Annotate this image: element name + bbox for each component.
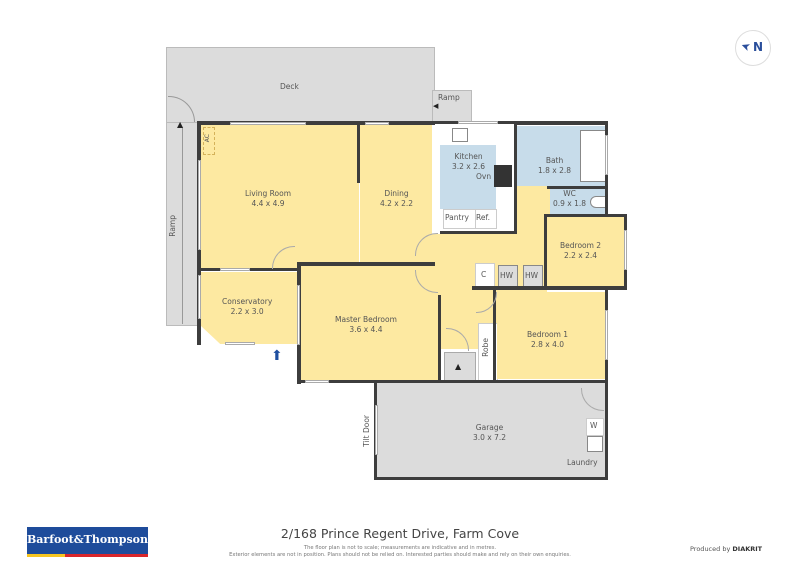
toilet-icon [590,196,606,208]
bedroom-2 [547,216,625,286]
ramp-arrow-icon: ◀ [433,102,439,110]
produced-by-brand: DIAKRIT [732,545,763,553]
deck [166,47,435,125]
laundry-label: Laundry [567,458,598,467]
property-address: 2/168 Prince Regent Drive, Farm Cove [280,526,520,541]
north-compass: ➤ N [735,30,771,66]
ramp-left-label: Ramp [168,215,177,237]
cooktop [494,165,512,187]
ac-unit [203,127,215,155]
disclaimer-line-2: Exterior elements are not in position. P… [229,552,571,558]
compass-north-label: N [753,40,764,54]
kitchen-sink-icon [452,128,468,142]
disclaimer-line-1: The floor plan is not to scale; measurem… [303,545,497,551]
ref-label: Ref. [476,213,490,222]
washer [586,418,604,436]
hot-water-1-label: HW [500,271,514,280]
entry-arrow-icon: ⬆ [271,348,283,364]
produced-by-prefix: Produced by [690,545,731,553]
robe-label: Robe [481,338,490,357]
stairs-up-arrow-icon: ▲ [455,362,462,371]
cupboard-c-label: C [481,270,487,279]
garage [376,383,606,479]
washer-label: W [590,421,598,430]
master-bedroom [300,266,440,380]
pantry-label: Pantry [445,213,469,222]
ramp-up-arrow-icon: ▲ [177,120,184,129]
bedroom-1 [497,292,605,379]
fridge [475,209,497,229]
bathtub [580,130,606,182]
tilt-door-label: Tilt Door [362,415,371,447]
conservatory [201,272,297,344]
laundry-tub-icon [587,436,603,452]
kitchen [440,145,496,209]
produced-by: Produced by DIAKRIT [690,545,762,553]
ramp-small-label: Ramp [438,93,460,102]
living-room [199,124,359,270]
brand-logo: Barfoot&Thompson [27,527,148,557]
oven-label: Ovn [476,172,492,181]
brand-logo-text: Barfoot&Thompson [27,533,149,546]
deck-label: Deck [280,82,299,91]
hot-water-2-label: HW [525,271,539,280]
ac-label: AC [204,134,211,143]
